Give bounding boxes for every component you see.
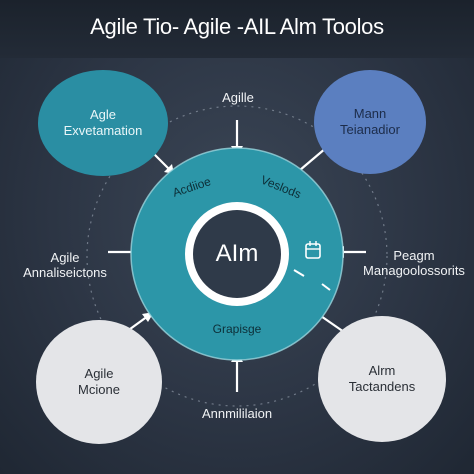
node-agile-evaluation: Agle Exvetamation [38, 70, 168, 176]
hub-inner [193, 210, 281, 298]
label-right-line2: Managoolossorits [363, 263, 465, 278]
calendar-icon [305, 241, 321, 259]
node-main-translator-line1: Mann [353, 106, 387, 121]
label-left-line1: Agile [50, 250, 80, 265]
ring-ticks [293, 269, 331, 291]
node-alm-tactandens-line2: Tactandens [348, 379, 416, 394]
label-left-line2: Annaliseictons [23, 265, 107, 280]
node-agile-motion: Agile Mcione [36, 320, 162, 444]
node-agile-motion-line1: Agile [84, 366, 114, 381]
connector-top-right [299, 147, 327, 171]
node-main-translator: Mann Teianadior [314, 70, 426, 174]
ring-label-bottom: Grapisge [212, 322, 262, 336]
label-right-line1: Peagm [393, 248, 435, 263]
label-left: Agile Annaliseictons [10, 250, 120, 280]
connectors [108, 120, 366, 392]
node-alm-tactandens: Alrm Tactandens [318, 316, 446, 442]
title-bar [0, 0, 474, 58]
orbit-ring [86, 105, 388, 407]
label-top: Agille [222, 90, 254, 105]
node-main-translator-line2: Teianadior [340, 122, 400, 137]
diagram-title: Agile Tio- Agile -AIL Alm Toolos [90, 14, 384, 39]
label-right: Peagm Managoolossorits [358, 248, 470, 278]
central-ring-edge [130, 147, 344, 361]
label-bottom: Annmililaion [201, 406, 273, 421]
node-alm-tactandens-line1: Alrm [368, 363, 396, 378]
node-agile-evaluation-line1: Agle [89, 107, 117, 122]
node-agile-motion-line2: Mcione [78, 382, 120, 397]
hub-label: AIm [215, 240, 259, 267]
node-agile-evaluation-line2: Exvetamation [63, 123, 143, 138]
